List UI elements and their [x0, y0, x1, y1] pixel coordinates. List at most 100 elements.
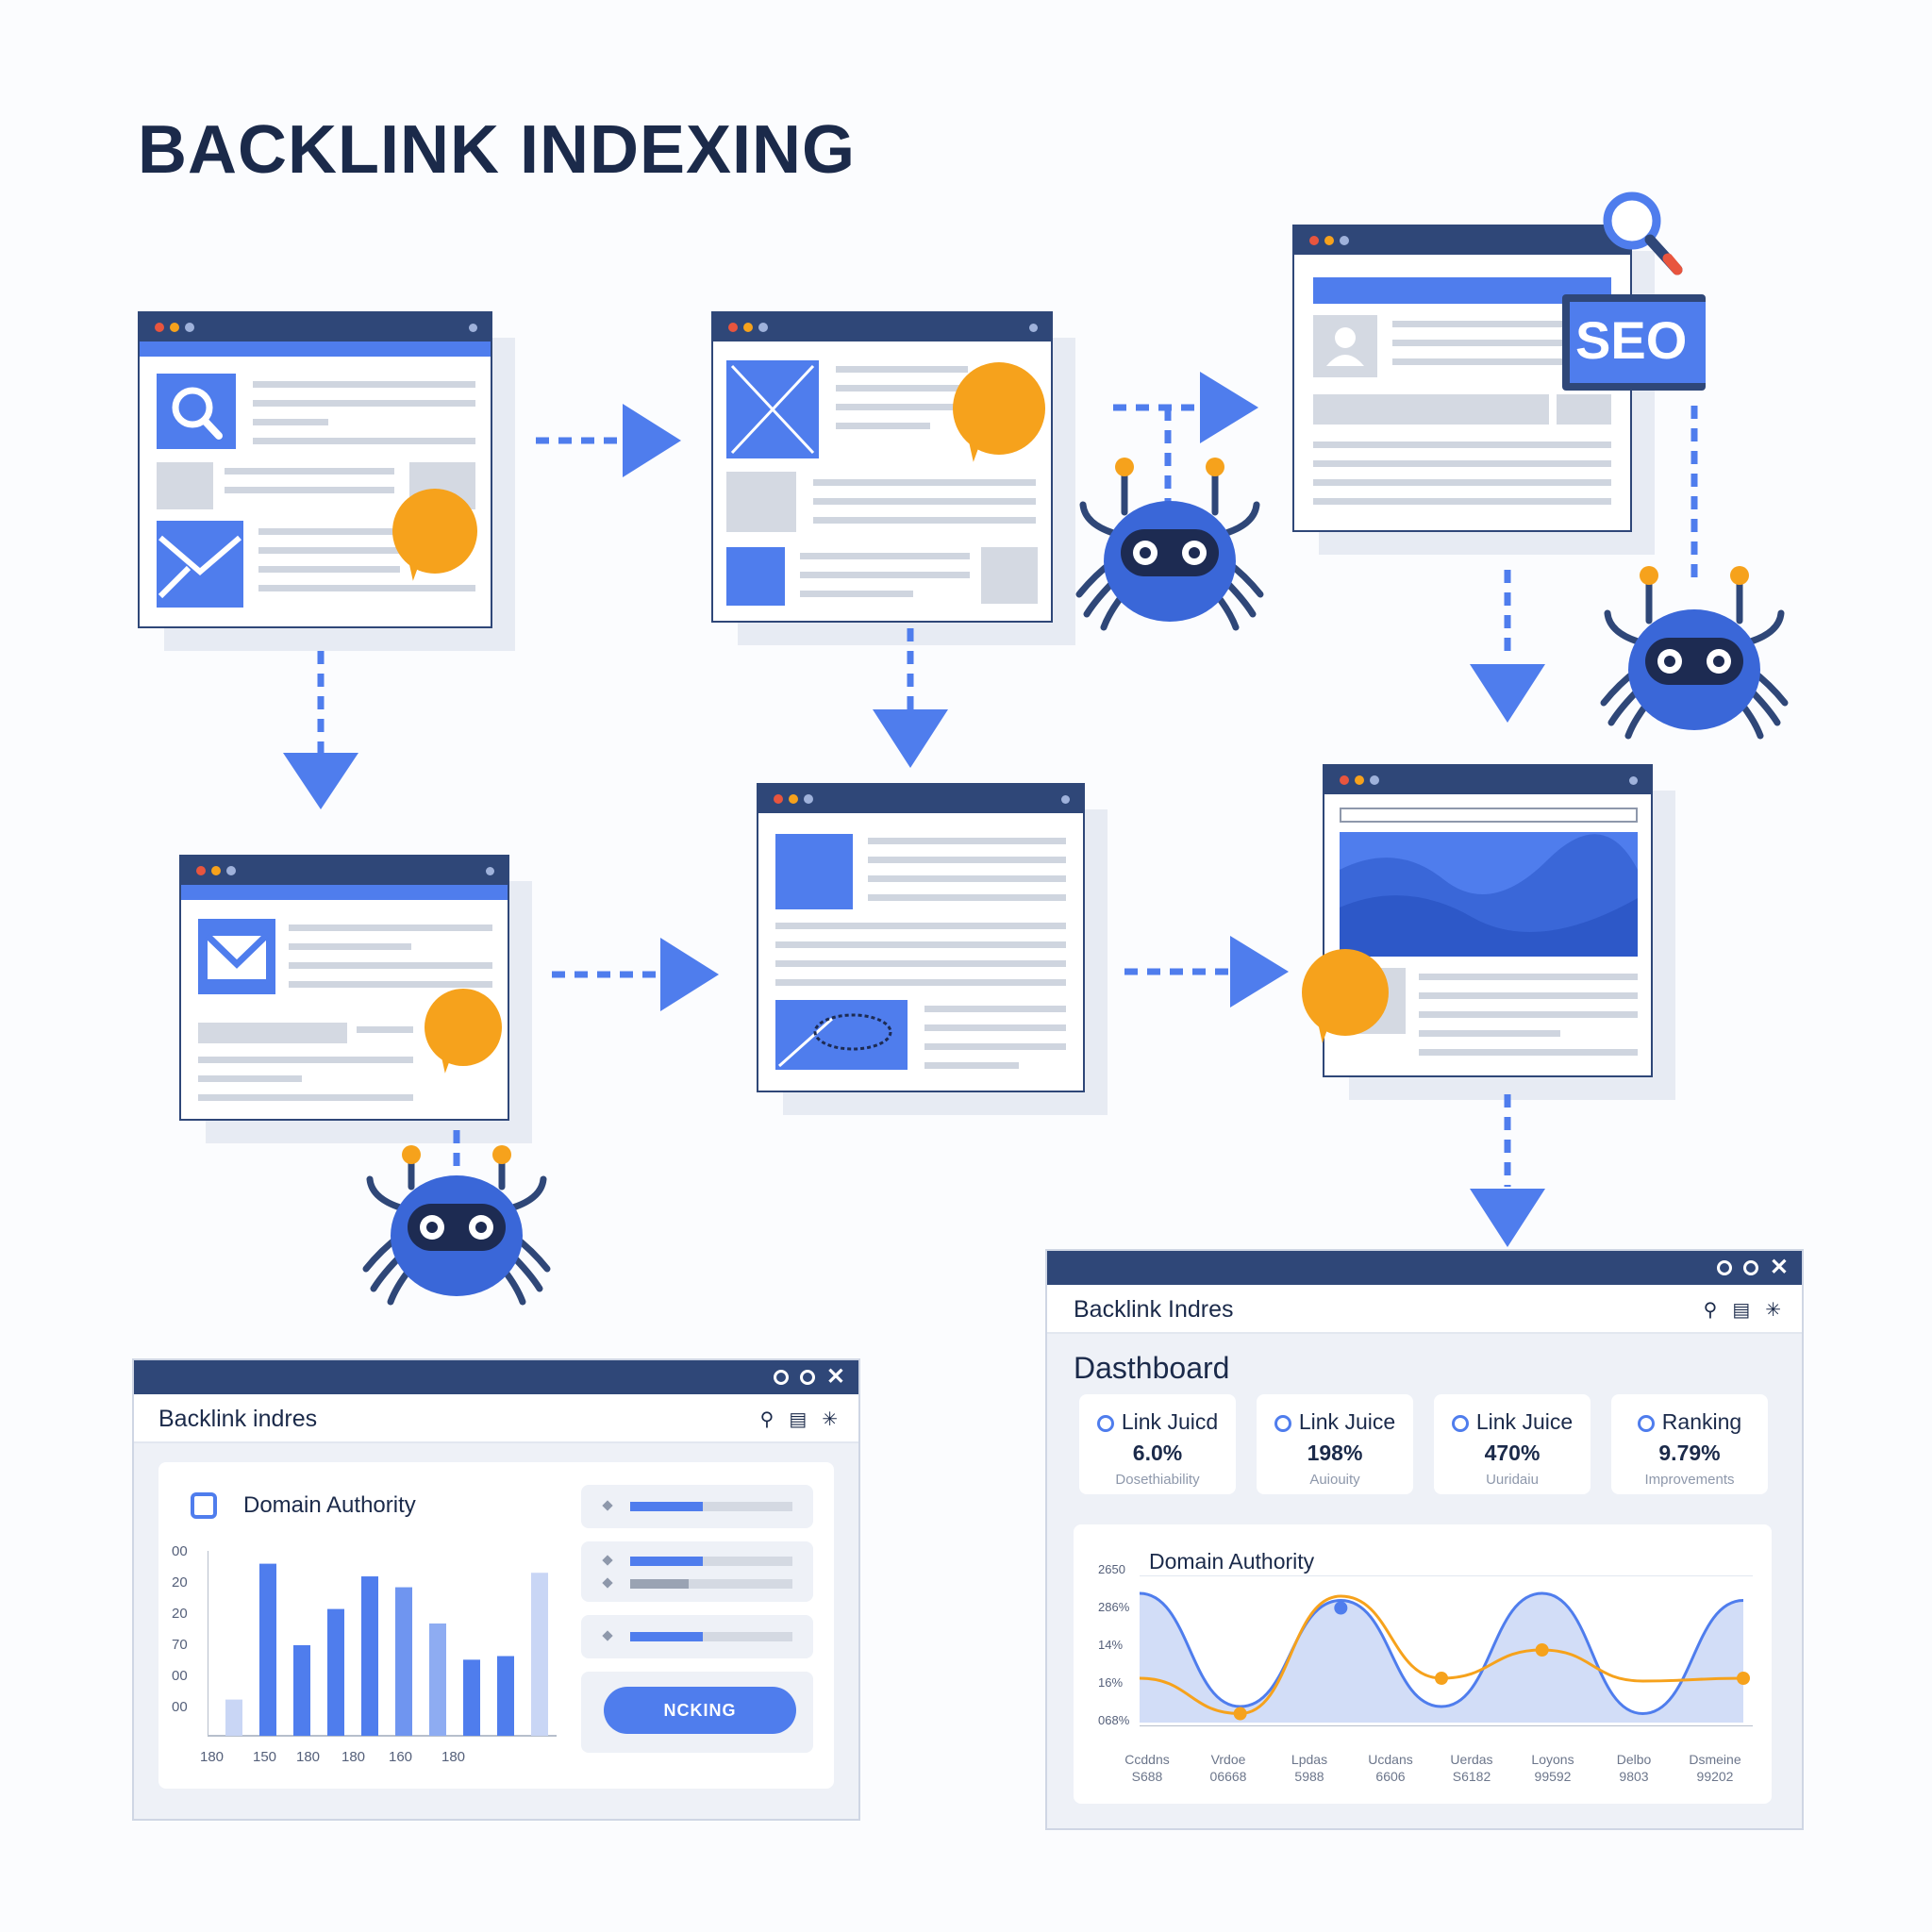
stat-sub: Improvements — [1644, 1472, 1735, 1488]
user-icon — [1313, 315, 1377, 377]
mail-icon — [157, 521, 243, 608]
webpage-window — [1292, 225, 1655, 555]
link-chain-icon — [775, 1000, 908, 1070]
stat-name: Link Juicd — [1121, 1409, 1219, 1434]
line-chart — [1140, 1575, 1753, 1726]
page-title: BACKLINK INDEXING — [138, 112, 857, 188]
close-icon[interactable]: ✕ — [825, 1364, 845, 1390]
arrow-right — [623, 404, 681, 477]
x-tick-label: 180 — [296, 1749, 321, 1765]
search-icon — [157, 374, 236, 449]
stat-value: 6.0% — [1132, 1441, 1183, 1465]
x-label-top: Uerdas — [1450, 1752, 1493, 1767]
stat-card[interactable]: Ranking 9.79% Improvements — [1611, 1394, 1768, 1494]
bar — [225, 1699, 242, 1736]
x-label-top: Ucdans — [1368, 1752, 1413, 1767]
radio-icon — [1637, 1414, 1655, 1432]
dashboard-header: Backlink indres — [158, 1406, 318, 1432]
stat-name: Link Juice — [1475, 1409, 1574, 1434]
x-label-bottom: 9803 — [1619, 1769, 1649, 1784]
arrow-down — [283, 753, 358, 809]
series-area — [1140, 1593, 1743, 1723]
backlink-dashboard-small: ✕ Backlink indres ⚲ ▤ ✳ Domain Authority — [132, 1358, 860, 1821]
webpage-window — [179, 855, 532, 1143]
indexing-button[interactable]: NCKING — [604, 1687, 796, 1734]
webpage-window — [757, 783, 1108, 1115]
x-label-bottom: 99592 — [1534, 1769, 1572, 1784]
magnifier-icon — [1603, 192, 1683, 275]
series-line — [1140, 1591, 1744, 1716]
image-icon — [726, 360, 819, 458]
x-label-bottom: S6182 — [1452, 1769, 1491, 1784]
stat-value: 470% — [1484, 1441, 1541, 1465]
stat-sub: Auiouity — [1309, 1472, 1360, 1488]
seo-label: SEO — [1575, 310, 1688, 370]
search-icon[interactable]: ⚲ — [759, 1409, 774, 1430]
close-icon[interactable]: ✕ — [1769, 1255, 1789, 1280]
progress-row — [581, 1615, 813, 1658]
minimize-icon[interactable] — [773, 1370, 789, 1385]
x-label-bottom: S688 — [1131, 1769, 1163, 1784]
bar — [361, 1576, 378, 1736]
x-tick-label: 150 — [253, 1749, 277, 1765]
link-badge-icon — [392, 489, 477, 574]
settings-icon[interactable]: ✳ — [822, 1409, 838, 1430]
x-label-top: Delbo — [1616, 1752, 1652, 1767]
progress-row — [581, 1541, 813, 1602]
x-tick-label: 160 — [389, 1749, 413, 1765]
arrow-right — [660, 938, 719, 1011]
x-label-bottom: 06668 — [1209, 1769, 1247, 1784]
x-label-bottom: 5988 — [1294, 1769, 1324, 1784]
x-label-top: Lpdas — [1291, 1752, 1328, 1767]
data-point — [1233, 1707, 1247, 1721]
stat-name: Ranking — [1661, 1409, 1742, 1434]
bar — [463, 1659, 480, 1736]
search-icon[interactable]: ⚲ — [1703, 1300, 1718, 1321]
stat-value: 9.79% — [1658, 1441, 1721, 1465]
maximize-icon[interactable] — [1742, 1260, 1758, 1275]
y-tick-label: 286% — [1098, 1600, 1130, 1614]
window-icon[interactable]: ▤ — [1732, 1300, 1751, 1321]
x-label-bottom: 99202 — [1696, 1769, 1734, 1784]
hero-image — [1340, 832, 1638, 957]
data-point — [1334, 1601, 1348, 1615]
stat-card[interactable]: Link Juicd 6.0% Dosethiability — [1079, 1394, 1236, 1494]
data-point — [1535, 1643, 1549, 1657]
settings-icon[interactable]: ✳ — [1765, 1300, 1781, 1321]
x-tick-label: Dsmeine 99202 — [1677, 1751, 1753, 1785]
stat-sub: Dosethiability — [1115, 1472, 1200, 1488]
link-badge-icon — [425, 989, 502, 1066]
stat-name: Link Juice — [1298, 1409, 1396, 1434]
radio-icon — [1451, 1414, 1469, 1432]
crawler-spider-icon — [1600, 566, 1789, 740]
data-point — [1737, 1672, 1750, 1685]
bar — [497, 1656, 514, 1736]
bar — [531, 1573, 548, 1736]
y-tick-label: 00 — [172, 1699, 188, 1715]
y-tick-label: 068% — [1098, 1713, 1130, 1727]
x-label-top: Dsmeine — [1689, 1752, 1741, 1767]
x-tick-label: Delbo 9803 — [1596, 1751, 1672, 1785]
bar — [259, 1563, 276, 1736]
panel-icon — [191, 1492, 217, 1519]
arrow-down — [1470, 1189, 1545, 1247]
minimize-icon[interactable] — [1716, 1260, 1732, 1275]
maximize-icon[interactable] — [799, 1370, 815, 1385]
x-label-top: Ccddns — [1124, 1752, 1170, 1767]
panel-title: Domain Authority — [243, 1492, 416, 1518]
mail-icon — [198, 919, 275, 994]
data-point — [1435, 1672, 1448, 1685]
bar — [395, 1587, 412, 1736]
y-tick-label: 20 — [172, 1574, 188, 1591]
window-icon[interactable]: ▤ — [789, 1409, 808, 1430]
crawler-spider-icon — [1075, 458, 1264, 631]
arrow-down — [1470, 664, 1545, 723]
